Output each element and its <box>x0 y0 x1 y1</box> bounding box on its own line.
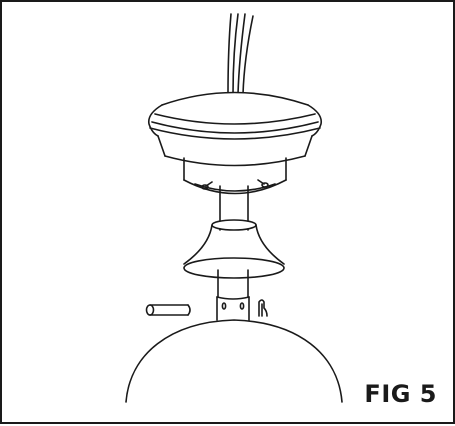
ball-cover-icon <box>183 219 285 279</box>
motor-housing-icon <box>125 319 343 403</box>
coupler-icon <box>183 157 287 195</box>
figure-label: FIG 5 <box>364 380 437 408</box>
wires-icon <box>227 13 254 95</box>
downrod-icon <box>216 185 250 321</box>
clip-icon <box>258 299 268 317</box>
canopy-icon <box>147 91 323 167</box>
pin-icon <box>145 304 191 316</box>
